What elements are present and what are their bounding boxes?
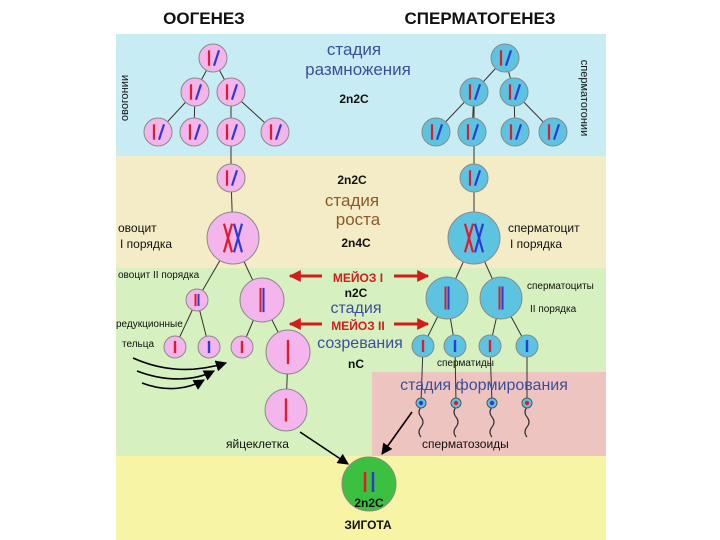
ootid-cell <box>265 329 311 375</box>
spermatid-cell <box>443 334 467 358</box>
label-spermatids: сперматиды <box>437 358 494 369</box>
stage-growth-line2: роста <box>336 210 381 229</box>
stage-growth-top-formula: 2n2C <box>337 173 367 187</box>
label-spermatocyte1-line2: I порядка <box>510 237 562 251</box>
oogonium-cell <box>216 117 246 147</box>
spermatocyte-2-cell <box>479 276 523 320</box>
spermatid-cell <box>515 334 539 358</box>
spermatogonium-cell <box>500 117 530 147</box>
spermatocyte-1-cell <box>447 211 501 265</box>
band-growth <box>116 156 606 268</box>
polar-body-cell <box>185 288 209 312</box>
stage-maturation-line2: созревания <box>317 335 403 352</box>
label-polar-line1: редукционные <box>116 319 183 330</box>
spermatogonium-cell <box>490 43 520 73</box>
label-spermatocyte2-line1: сперматоциты <box>527 281 594 292</box>
label-spermatogonia: сперматогонии <box>578 60 590 136</box>
polar-body-cell <box>230 335 254 359</box>
oogonium-cell <box>180 77 210 107</box>
sperm-to-zygote-arrow <box>381 411 413 455</box>
stage-maturation-formula-n2c: n2C <box>345 286 368 300</box>
oogonium-cell <box>260 117 290 147</box>
stage-formation-label: стадия формирования <box>400 377 568 394</box>
spermatid-cell <box>411 334 435 358</box>
egg-to-zygote-arrow <box>299 431 349 465</box>
egg-cell <box>264 388 308 432</box>
meiosis-2-label: МЕЙОЗ II <box>331 318 384 333</box>
spermatogonium-cell <box>538 117 568 147</box>
meiosis-1-label: МЕЙОЗ I <box>333 270 383 285</box>
spermatozoon <box>415 397 427 438</box>
spermatocyte-2-cell <box>425 276 469 320</box>
spermatogonium-growth-cell <box>459 163 489 193</box>
spermatogonium-cell <box>459 77 489 107</box>
oogonium-cell <box>179 117 209 147</box>
stage-growth-formula: 2n4C <box>341 236 371 250</box>
spermatogonium-cell <box>499 77 529 107</box>
spermatid-cell <box>478 334 502 358</box>
zygote-formula: 2n2C <box>354 496 384 510</box>
oogonium-cell <box>216 77 246 107</box>
stage-reproduction-line2: размножения <box>305 60 411 79</box>
stage-growth-line1: стадия <box>325 191 379 210</box>
oogonium-cell <box>198 43 228 73</box>
sperm-lineage-cells <box>411 43 568 438</box>
oocyte-2-cell <box>239 277 285 323</box>
label-oogonia: овогонии <box>119 75 131 121</box>
label-oocyte2: овоцит II порядка <box>118 270 200 281</box>
stage-maturation-line1: стадия <box>331 300 382 317</box>
label-polar-line2: тельца <box>122 339 154 350</box>
stage-reproduction-line1: стадия <box>327 40 381 59</box>
spermatozoon <box>450 397 462 438</box>
oogonium-growth-cell <box>216 163 246 193</box>
oocyte-1-cell <box>206 211 260 265</box>
egg-lineage-cells <box>143 43 311 432</box>
stage-maturation-formula-nc: nC <box>348 357 364 371</box>
spermatozoon <box>486 397 498 438</box>
spermatozoon <box>521 397 533 438</box>
heading-spermatogenesis: СПЕРМАТОГЕНЕЗ <box>405 9 556 28</box>
oogonium-cell <box>143 117 173 147</box>
polar-body-cell <box>197 335 221 359</box>
heading-oogenesis: ООГЕНЕЗ <box>163 9 245 28</box>
label-egg: яйцеклетка <box>226 437 289 451</box>
label-spermatocyte2-line2: II порядка <box>530 304 577 315</box>
label-spermatozoa: сперматозоиды <box>422 437 509 451</box>
label-oocyte1-line2: I порядка <box>120 237 172 251</box>
zygote-label: ЗИГОТА <box>344 518 392 532</box>
spermatogonium-cell <box>457 117 487 147</box>
zygote-cell <box>341 456 397 512</box>
label-oocyte1-line1: овоцит <box>118 221 157 235</box>
label-spermatocyte1-line1: сперматоцит <box>508 221 580 235</box>
polar-body-cell <box>163 335 187 359</box>
polar-body-arrows <box>132 357 228 390</box>
spermatogonium-cell <box>421 117 451 147</box>
stage-reproduction-formula: 2n2C <box>339 92 369 106</box>
